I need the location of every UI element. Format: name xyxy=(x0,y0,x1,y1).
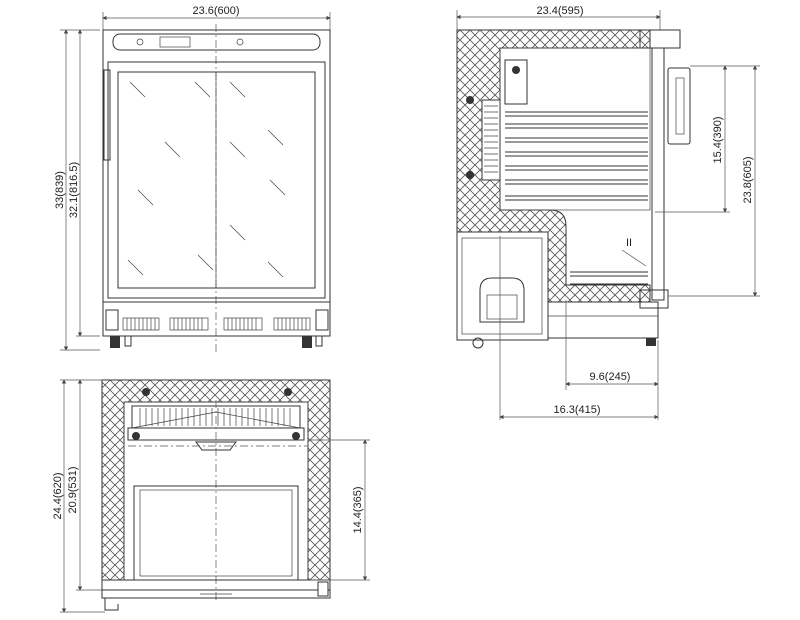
top-total-depth-label: 24.4(620) xyxy=(52,472,64,519)
side-depth-b-label: 9.6(245) xyxy=(590,371,631,383)
rear-foot xyxy=(472,337,484,349)
side-depth-label: 23.4(595) xyxy=(536,5,583,17)
shelves xyxy=(505,111,648,285)
top-body-depth-label: 20.9(531) xyxy=(67,466,79,513)
door-frame xyxy=(107,61,326,299)
front-total-height-label: 33(839) xyxy=(54,171,66,209)
front-view: 23.6(600) 33(839) 32.1(816.5) xyxy=(54,5,331,355)
glass-panel xyxy=(117,71,316,289)
front-cabinet-outline xyxy=(102,29,331,337)
front-cabinet-height-label: 32.1(816.5) xyxy=(68,162,80,218)
side-depth-c-label: 16.3(415) xyxy=(553,404,600,416)
front-width-label: 23.6(600) xyxy=(192,5,239,17)
bottom-grille xyxy=(102,301,331,337)
fan-unit xyxy=(504,59,528,105)
side-view: 23.4(595) xyxy=(456,5,760,420)
door-handle xyxy=(103,69,111,161)
compressor xyxy=(479,277,525,323)
top-interior-depth-label: 14.4(365) xyxy=(352,486,364,533)
door-section xyxy=(651,47,665,301)
top-fan xyxy=(195,441,237,451)
left-foot xyxy=(110,336,120,348)
top-control-bar xyxy=(112,33,321,51)
side-interior-height-label: 15.4(390) xyxy=(712,116,724,163)
compressor-compartment xyxy=(456,231,549,341)
door-handle-side xyxy=(667,67,691,145)
side-door-height-label: 23.8(605) xyxy=(742,156,754,203)
section-marker: II xyxy=(626,237,632,249)
top-door-hinge xyxy=(104,598,119,611)
right-foot xyxy=(302,336,312,348)
grille-slots xyxy=(122,317,311,331)
glass-reflections xyxy=(127,81,286,278)
top-view: 24.4(620) 20.9(531) 14.4(365) xyxy=(52,379,370,613)
